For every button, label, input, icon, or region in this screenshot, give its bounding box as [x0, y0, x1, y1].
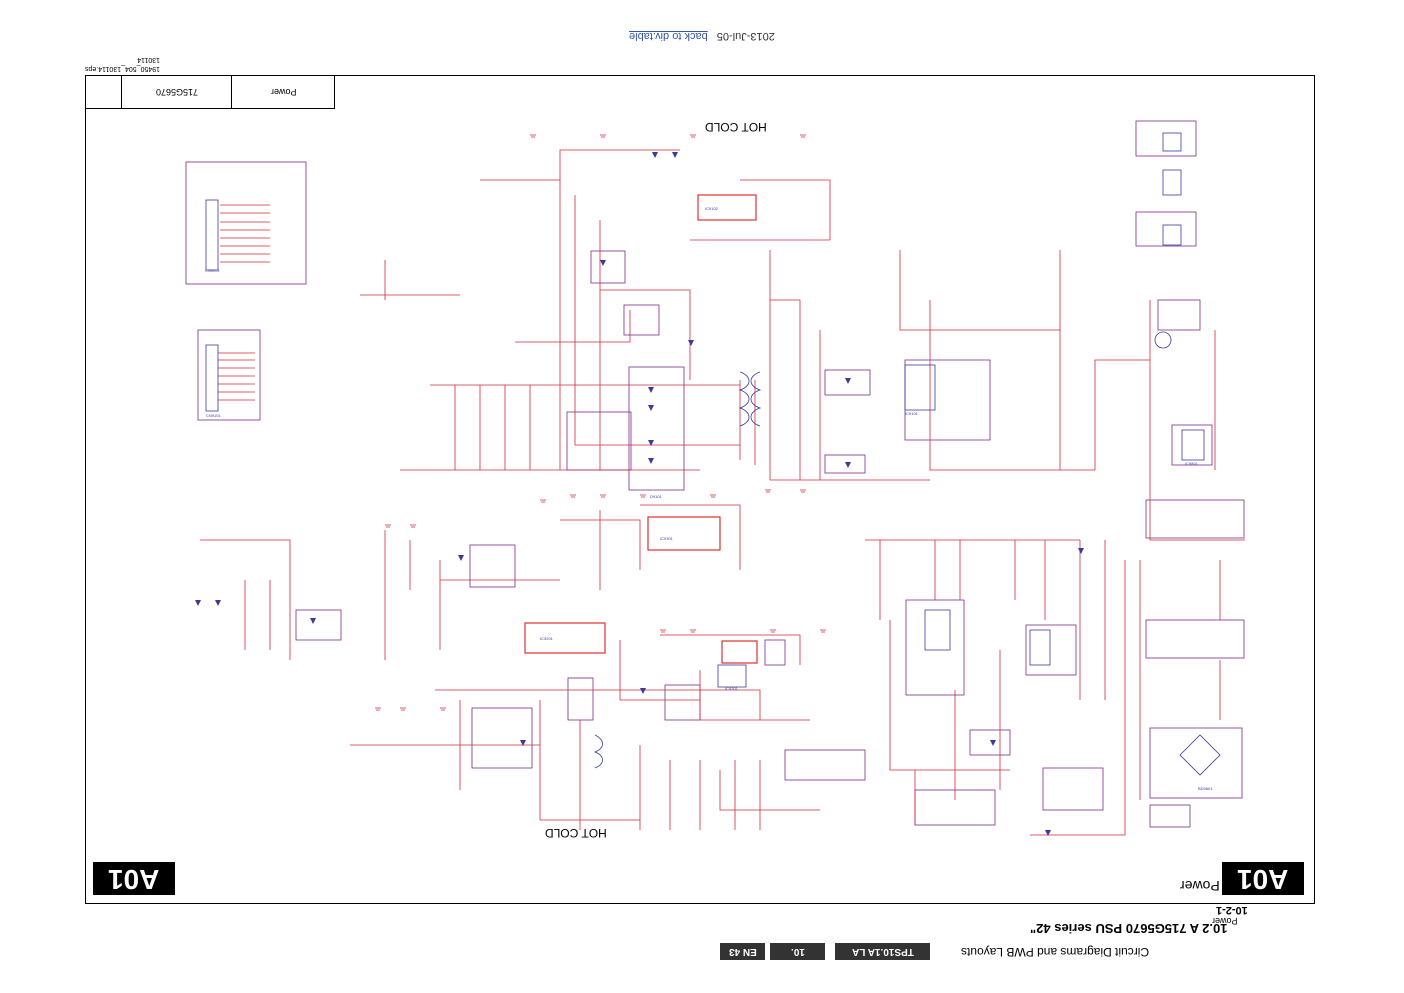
title-block-part: 715G5670: [121, 76, 232, 108]
title-block-name: Power: [231, 76, 335, 108]
components: [205, 132, 1221, 776]
svg-text:CN9101: CN9101: [206, 413, 221, 418]
svg-text:IC9301: IC9301: [660, 536, 674, 541]
diagram-frame: [85, 75, 1315, 904]
svg-text:IC9801: IC9801: [1185, 461, 1199, 466]
svg-text:IC9102: IC9102: [705, 206, 719, 211]
svg-text:IC9201: IC9201: [540, 636, 554, 641]
board-badge-left: A01: [93, 862, 175, 895]
diode-symbols: [195, 152, 1084, 836]
footer-doc: TPS10.1A LA: [835, 943, 930, 960]
highlighted-blocks: [524, 194, 758, 664]
hot-cold-marker-bottom: HOT COLD: [545, 826, 607, 840]
footer-chapter: 10.: [770, 943, 825, 960]
subcircuit-frames: [185, 120, 1245, 828]
svg-text:D9101: D9101: [650, 494, 663, 499]
footer-caption: Circuit Diagrams and PWB Layouts: [960, 944, 1150, 959]
svg-text:BD9801: BD9801: [1198, 786, 1213, 791]
connector-pins: [218, 204, 270, 401]
wires: [200, 149, 1245, 836]
board-power-label: Power: [1180, 878, 1220, 894]
footer-page: EN 43: [720, 943, 765, 960]
section-heading: 10.2 A 715G5670 PSU series 42": [1030, 921, 1228, 936]
ground-symbols: [375, 134, 826, 711]
title-block: 715G5670 Power: [85, 75, 335, 109]
svg-text:IC9101: IC9101: [905, 411, 919, 416]
svg-text:IC9301: IC9301: [725, 686, 739, 691]
svg-text:CN9201: CN9201: [205, 268, 220, 273]
section-number: 10-2-1: [1216, 904, 1248, 916]
board-badge-right: A01: [1222, 862, 1304, 895]
hot-cold-marker-top: HOT COLD: [705, 120, 767, 134]
